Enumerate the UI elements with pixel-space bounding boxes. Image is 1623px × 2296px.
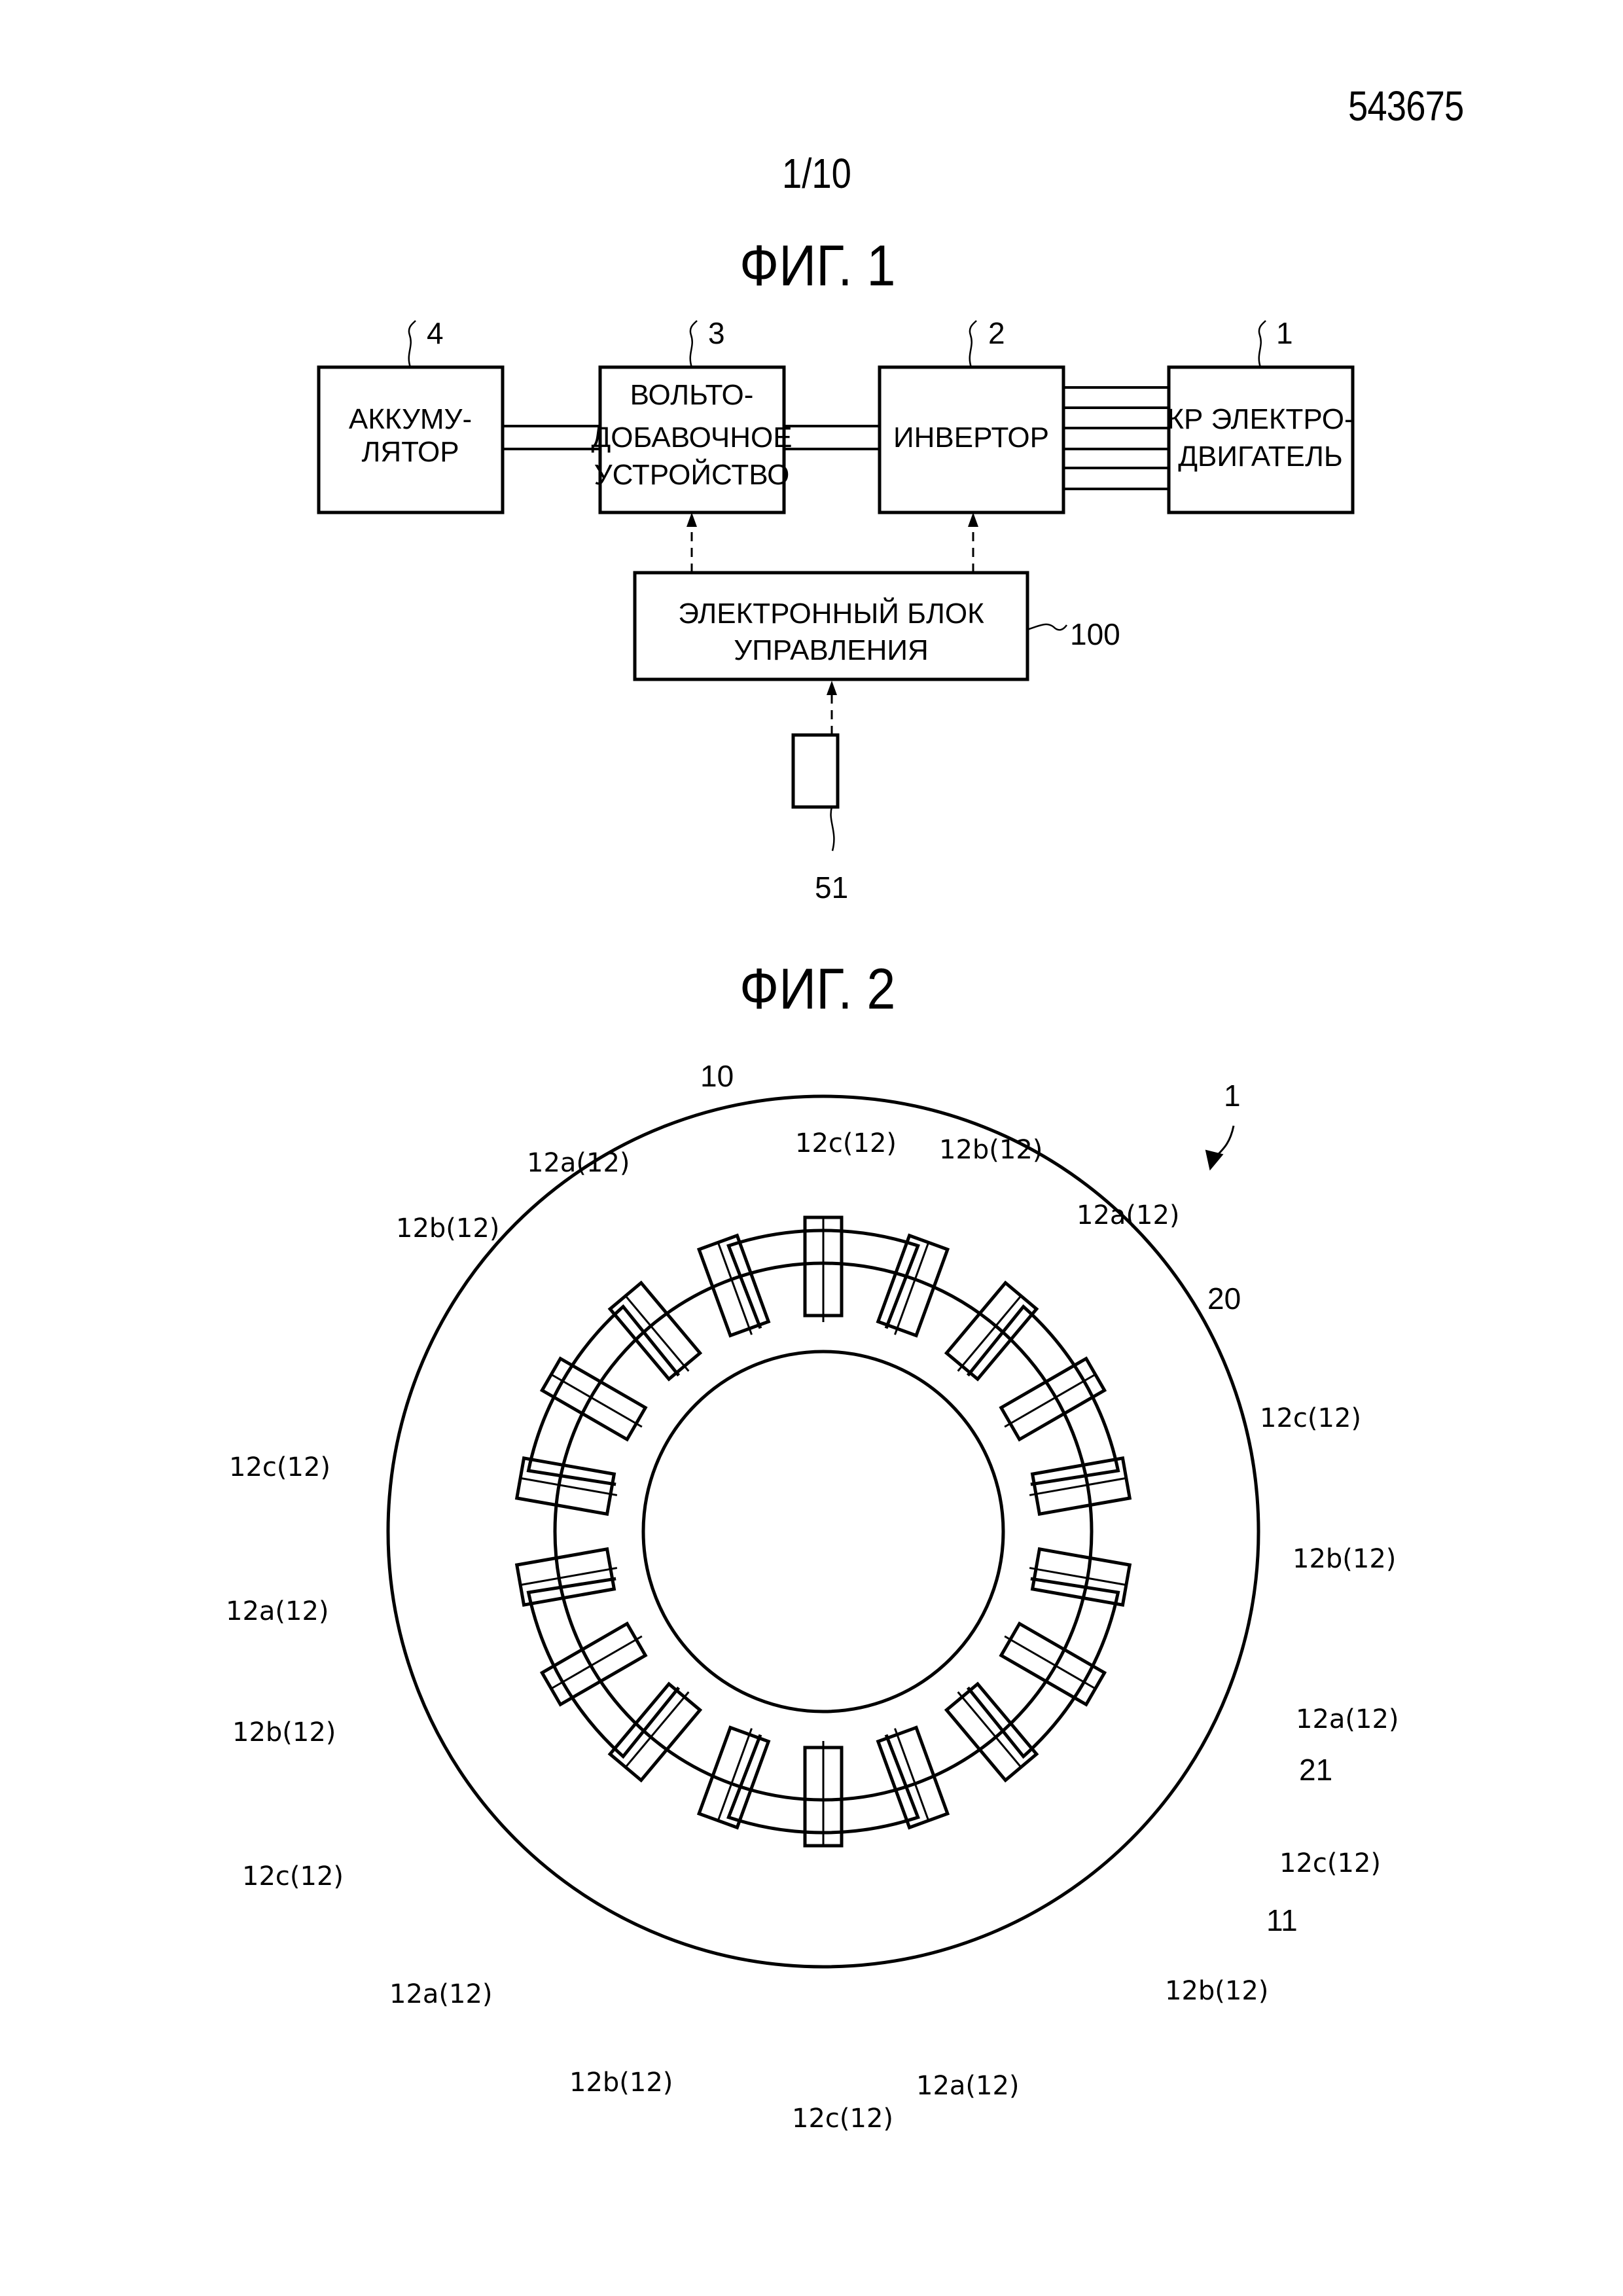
inverter-ref: 2: [988, 316, 1005, 350]
controller-label-line2: УПРАВЛЕНИЯ: [734, 634, 929, 666]
magnet-label: 12b(12): [232, 1717, 336, 1748]
magnet-label: 12a(12): [916, 2071, 1020, 2101]
permanent-magnet: [944, 1681, 1039, 1783]
battery-ref: 4: [427, 316, 444, 350]
booster-ref: 3: [708, 316, 725, 350]
magnet-label: 12c(12): [792, 2104, 893, 2134]
permanent-magnet: [1029, 1547, 1132, 1607]
motor-label-line1: КР ЭЛЕКТРО-: [1167, 403, 1353, 435]
booster-label-line3: УСТРОЙСТВО: [594, 457, 790, 491]
magnet-label: 12c(12): [1279, 1848, 1381, 1878]
leader-lines: [408, 320, 1266, 852]
motor-ref: 1: [1276, 316, 1293, 350]
magnet-label: 12c(12): [1260, 1403, 1361, 1433]
permanent-magnet: [696, 1233, 771, 1338]
magnet-label: 12a(12): [1296, 1704, 1399, 1734]
magnet-label: 12c(12): [242, 1861, 344, 1892]
magnet-label: 12a(12): [226, 1596, 329, 1626]
ref-rotor_tooth: 21: [1299, 1753, 1332, 1787]
booster-label-line2: ДОБАВОЧНОЕ: [591, 422, 792, 454]
ref-rotor: 20: [1207, 1282, 1241, 1316]
ref-stator_core: 11: [1266, 1903, 1298, 1937]
rotor-inner-circle: [641, 1350, 1005, 1713]
permanent-magnet: [803, 1215, 844, 1322]
sensor-ref: 51: [815, 870, 848, 905]
magnet-label: 12b(12): [1293, 1544, 1396, 1574]
inverter-block: [878, 365, 1065, 514]
controller-ref: 100: [1070, 617, 1120, 651]
permanent-magnet: [944, 1280, 1039, 1382]
rotor-outer-ring: [553, 1261, 1094, 1802]
battery-label-line2: ЛЯТОР: [361, 436, 459, 468]
arrow-icon: [1205, 1149, 1224, 1171]
booster-label-line1: ВОЛЬТО-: [630, 379, 754, 411]
sensor-block: [791, 733, 840, 809]
magnet-label: 12a(12): [1077, 1200, 1180, 1230]
motor-block: [1167, 365, 1355, 514]
figure-1-diagram: АККУМУ- ЛЯТОР ВОЛЬТО- ДОБАВОЧНОЕ УСТРОЙС…: [317, 316, 1355, 905]
permanent-magnet: [876, 1725, 950, 1830]
booster-block: [598, 365, 786, 514]
page-number: 1/10: [782, 150, 851, 197]
ref-motor: 1: [1224, 1079, 1241, 1113]
magnet-label: 12a(12): [527, 1148, 630, 1178]
battery-label-line1: АККУМУ-: [349, 403, 472, 435]
permanent-magnet: [514, 1547, 618, 1607]
permanent-magnet: [607, 1280, 703, 1382]
permanent-magnet: [999, 1621, 1107, 1707]
arrow-up-icon: [827, 681, 837, 695]
magnet-label: 12b(12): [569, 2068, 673, 2098]
arrow-up-icon: [968, 512, 978, 527]
ref-stator: 10: [700, 1059, 734, 1093]
magnet-label: 12a(12): [389, 1979, 493, 2009]
controller-label-line1: ЭЛЕКТРОННЫЙ БЛОК: [678, 596, 984, 630]
permanent-magnet: [999, 1356, 1107, 1442]
magnet-label: 12c(12): [795, 1128, 897, 1158]
stator-outer-circle: [386, 1094, 1260, 1969]
permanent-magnet: [1029, 1456, 1132, 1516]
arrow-up-icon: [687, 512, 697, 527]
motor-label-line2: ДВИГАТЕЛЬ: [1178, 440, 1343, 473]
permanent-magnet: [803, 1741, 844, 1848]
figure-1-title: ФИГ. 1: [740, 233, 896, 298]
permanent-magnet: [539, 1621, 648, 1707]
power-wires: [503, 386, 1169, 490]
document-number: 543675: [1348, 82, 1464, 130]
magnet-label: 12b(12): [1165, 1976, 1268, 2006]
battery-block: [317, 365, 505, 514]
inverter-label: ИНВЕРТОР: [893, 422, 1049, 454]
permanent-magnet: [696, 1725, 771, 1830]
controller-block: [633, 571, 1029, 681]
arrowheads: [687, 512, 978, 695]
permanent-magnet: [514, 1456, 618, 1516]
permanent-magnet: [539, 1356, 648, 1442]
permanent-magnet: [876, 1233, 950, 1338]
figure-2-title: ФИГ. 2: [740, 956, 896, 1021]
control-signal-lines: [690, 524, 974, 735]
permanent-magnet: [607, 1681, 703, 1783]
magnet-label: 12c(12): [229, 1452, 330, 1482]
magnet-label: 12b(12): [396, 1213, 499, 1244]
magnet-label: 12b(12): [939, 1135, 1043, 1165]
